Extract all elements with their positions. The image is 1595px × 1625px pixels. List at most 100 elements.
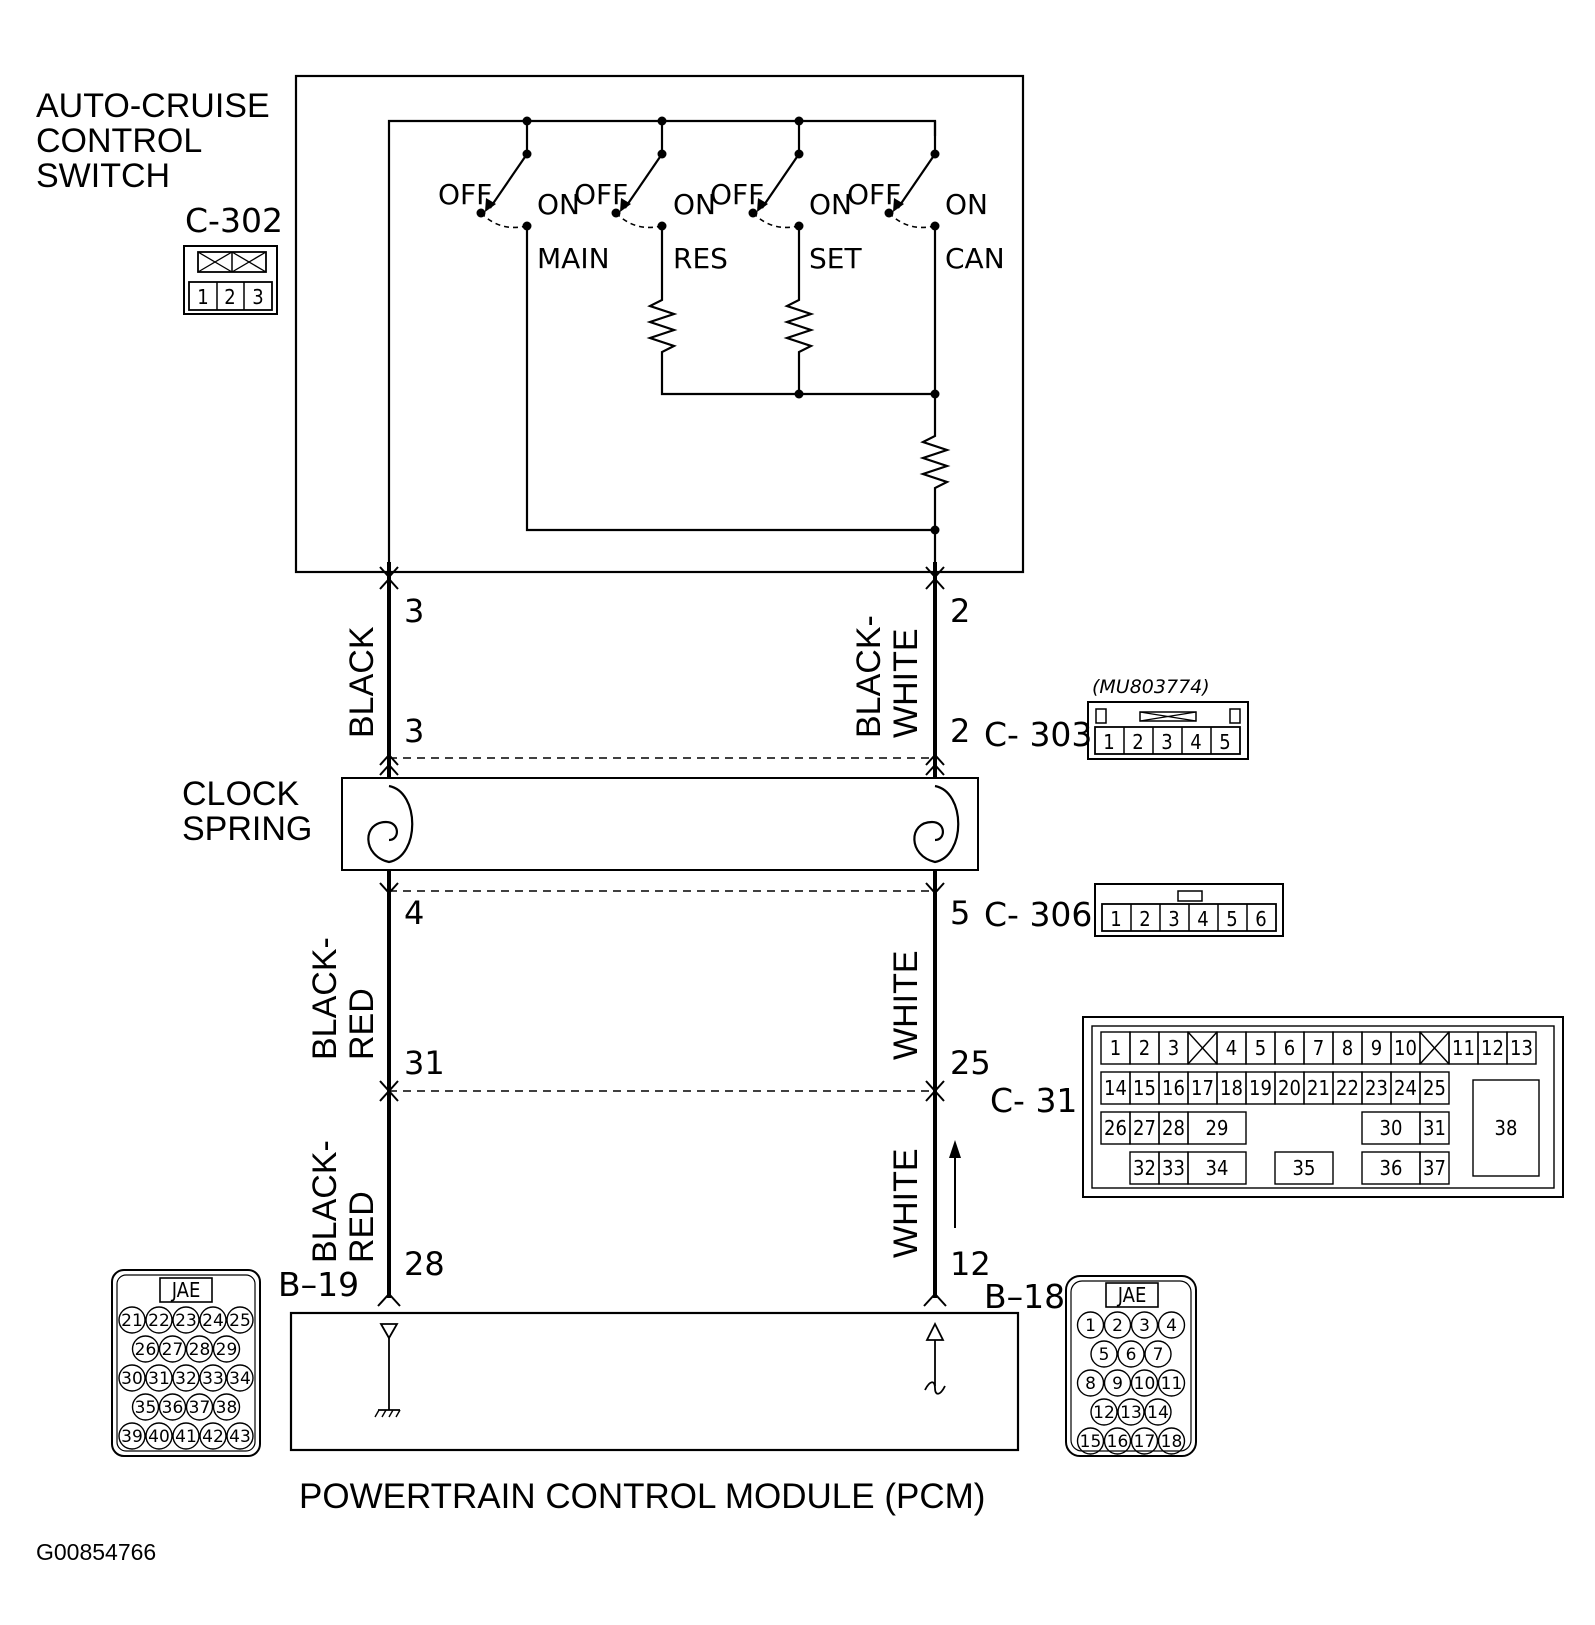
b18-pin-8: 8 — [1085, 1374, 1096, 1394]
c303-pin-1: 1 — [1103, 730, 1114, 754]
b18-pin-7: 7 — [1153, 1345, 1164, 1365]
c31-pin-28: 28 — [1162, 1116, 1185, 1140]
b19-pin-41: 41 — [175, 1427, 197, 1447]
pin-sw-right: 2 — [950, 592, 970, 630]
b19-pin-42: 42 — [202, 1427, 224, 1447]
switch-title-line-2: CONTROL — [36, 122, 202, 160]
main-wires — [377, 562, 961, 1307]
connector-c302-pin-3: 3 — [252, 285, 263, 309]
b19-pin-43: 43 — [229, 1427, 251, 1447]
b18-pin-9: 9 — [1112, 1374, 1123, 1394]
connector-c306: C- 306 1 2 3 4 5 6 — [984, 883, 1284, 937]
c303-pin-5: 5 — [1219, 730, 1230, 754]
c31-pin-37: 37 — [1423, 1156, 1446, 1180]
c306-pin-4: 4 — [1197, 907, 1208, 931]
b19-pin-34: 34 — [229, 1369, 251, 1389]
connector-b19-label: B–19 — [278, 1265, 359, 1304]
pin-pcm-left: 28 — [404, 1245, 445, 1283]
wire-color-labels: BLACK BLACK- WHITE BLACK- RED WHITE BLAC… — [306, 615, 925, 1263]
pin-c31-left: 31 — [404, 1044, 445, 1082]
c31-pin-22: 22 — [1336, 1076, 1359, 1100]
c306-pin-6: 6 — [1255, 907, 1266, 931]
c31-pin-21: 21 — [1307, 1076, 1330, 1100]
c31-pin-29: 29 — [1206, 1116, 1229, 1140]
c31-pin-36: 36 — [1380, 1156, 1403, 1180]
connector-c303-part-number: (MU803774) — [1092, 676, 1210, 698]
b19-pin-35: 35 — [135, 1398, 157, 1418]
c31-pin-5: 5 — [1255, 1036, 1266, 1060]
b18-pin-2: 2 — [1112, 1316, 1123, 1336]
c31-pin-8: 8 — [1342, 1036, 1353, 1060]
b19-pin-31: 31 — [148, 1369, 170, 1389]
c306-pin-3: 3 — [1168, 907, 1179, 931]
wire-left-mid-color-1: BLACK- — [306, 937, 344, 1060]
connector-b18-label: B–18 — [984, 1277, 1065, 1316]
wire-left-low-color-1: BLACK- — [306, 1140, 344, 1263]
c31-pin-38: 38 — [1495, 1116, 1518, 1140]
switch-can-name: CAN — [945, 242, 1005, 275]
connector-c302-label: C-302 — [185, 201, 283, 240]
switch-can-off-label: OFF — [847, 178, 901, 211]
c31-pin-13: 13 — [1510, 1036, 1533, 1060]
switch-res-name: RES — [673, 242, 728, 275]
b19-pin-22: 22 — [148, 1311, 170, 1331]
c31-pin-2: 2 — [1139, 1036, 1150, 1060]
b19-pin-39: 39 — [121, 1427, 143, 1447]
switch-can-on-label: ON — [945, 188, 988, 221]
c31-pin-1: 1 — [1110, 1036, 1121, 1060]
switch-set-name: SET — [809, 242, 862, 275]
c31-pin-6: 6 — [1284, 1036, 1295, 1060]
c31-pin-26: 26 — [1104, 1116, 1127, 1140]
b18-pin-15: 15 — [1080, 1432, 1102, 1452]
figure-id: G00854766 — [36, 1539, 156, 1565]
c31-pin-15: 15 — [1133, 1076, 1156, 1100]
pcm-label: POWERTRAIN CONTROL MODULE (PCM) — [299, 1477, 985, 1516]
c31-pin-11: 11 — [1452, 1036, 1475, 1060]
c306-pin-2: 2 — [1139, 907, 1150, 931]
b18-pin-11: 11 — [1161, 1374, 1183, 1394]
c31-pin-16: 16 — [1162, 1076, 1185, 1100]
wire-right-mid-color: WHITE — [887, 950, 925, 1060]
connector-c302: C-302 1 2 3 — [183, 201, 283, 315]
c31-pin-33: 33 — [1162, 1156, 1185, 1180]
b18-pin-12: 12 — [1093, 1403, 1115, 1423]
switch-housing — [294, 74, 1025, 574]
c31-pin-18: 18 — [1220, 1076, 1243, 1100]
pin-pcm-right: 12 — [950, 1245, 991, 1283]
switch-res: OFF ON RES — [574, 149, 935, 396]
switch-title-line-1: AUTO-CRUISE — [36, 87, 270, 125]
b19-pin-37: 37 — [189, 1398, 211, 1418]
b19-pin-32: 32 — [175, 1369, 197, 1389]
c31-pin-27: 27 — [1133, 1116, 1156, 1140]
b19-pin-24: 24 — [202, 1311, 224, 1331]
c31-pin-19: 19 — [1249, 1076, 1272, 1100]
pin-numbers: 3 2 3 2 4 5 31 25 28 12 — [404, 592, 991, 1283]
switch-set-off-label: OFF — [710, 178, 764, 211]
b18-pin-16: 16 — [1107, 1432, 1129, 1452]
wire-right-top-color-2: WHITE — [887, 628, 925, 738]
c31-pin-4: 4 — [1226, 1036, 1237, 1060]
b19-pin-28: 28 — [189, 1340, 211, 1360]
c31-pin-30: 30 — [1380, 1116, 1403, 1140]
c31-pin-7: 7 — [1313, 1036, 1324, 1060]
switch-res-off-label: OFF — [574, 178, 628, 211]
c31-pin-25: 25 — [1423, 1076, 1446, 1100]
switch-title: AUTO-CRUISE CONTROL SWITCH — [36, 87, 270, 195]
b18-pin-1: 1 — [1085, 1316, 1096, 1336]
c31-pin-12: 12 — [1481, 1036, 1504, 1060]
clock-spring-label-1: CLOCK — [182, 775, 299, 813]
switch-can: OFF ON CAN — [847, 149, 1005, 571]
switch-main-name: MAIN — [537, 242, 610, 275]
b18-pin-3: 3 — [1139, 1316, 1150, 1336]
b19-pin-40: 40 — [148, 1427, 170, 1447]
connector-c302-pin-row — [188, 281, 273, 311]
b19-pin-33: 33 — [202, 1369, 224, 1389]
c31-pin-20: 20 — [1278, 1076, 1301, 1100]
b19-pin-29: 29 — [216, 1340, 238, 1360]
connector-c31-label: C- 31 — [990, 1081, 1077, 1120]
b18-pin-10: 10 — [1134, 1374, 1156, 1394]
c31-pin-23: 23 — [1365, 1076, 1388, 1100]
b19-pin-25: 25 — [229, 1311, 251, 1331]
